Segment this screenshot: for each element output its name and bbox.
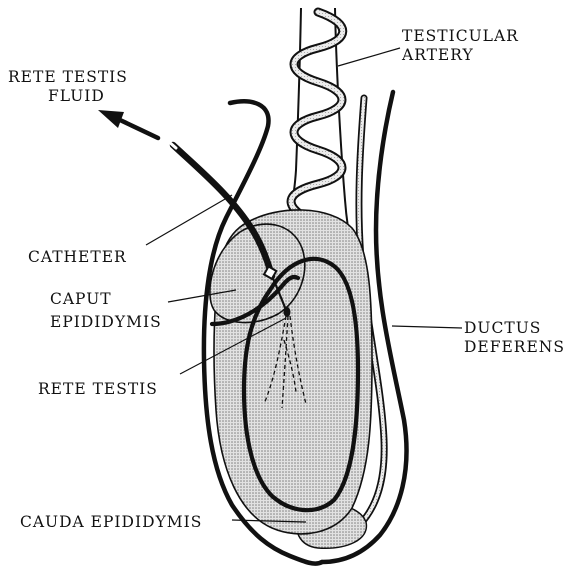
label-caput-2: EPIDIDYMIS	[50, 313, 162, 331]
label-rete-testis-fluid-1: RETE TESTIS	[8, 68, 128, 86]
label-rete-testis: RETE TESTIS	[38, 380, 158, 398]
label-cauda-epididymis: CAUDA EPIDIDYMIS	[20, 513, 202, 531]
label-ductus-2: DEFERENS	[464, 338, 565, 356]
label-rete-testis-fluid-2: FLUID	[48, 87, 105, 105]
fluid-arrow	[98, 110, 158, 138]
label-testicular-artery-1: TESTICULAR	[402, 27, 519, 45]
leader-testicular-artery	[338, 48, 400, 66]
label-caput-1: CAPUT	[50, 290, 112, 308]
label-catheter: CATHETER	[28, 248, 127, 266]
label-ductus-1: DUCTUS	[464, 319, 541, 337]
label-testicular-artery-2: ARTERY	[401, 46, 474, 64]
leader-ductus	[392, 326, 462, 328]
